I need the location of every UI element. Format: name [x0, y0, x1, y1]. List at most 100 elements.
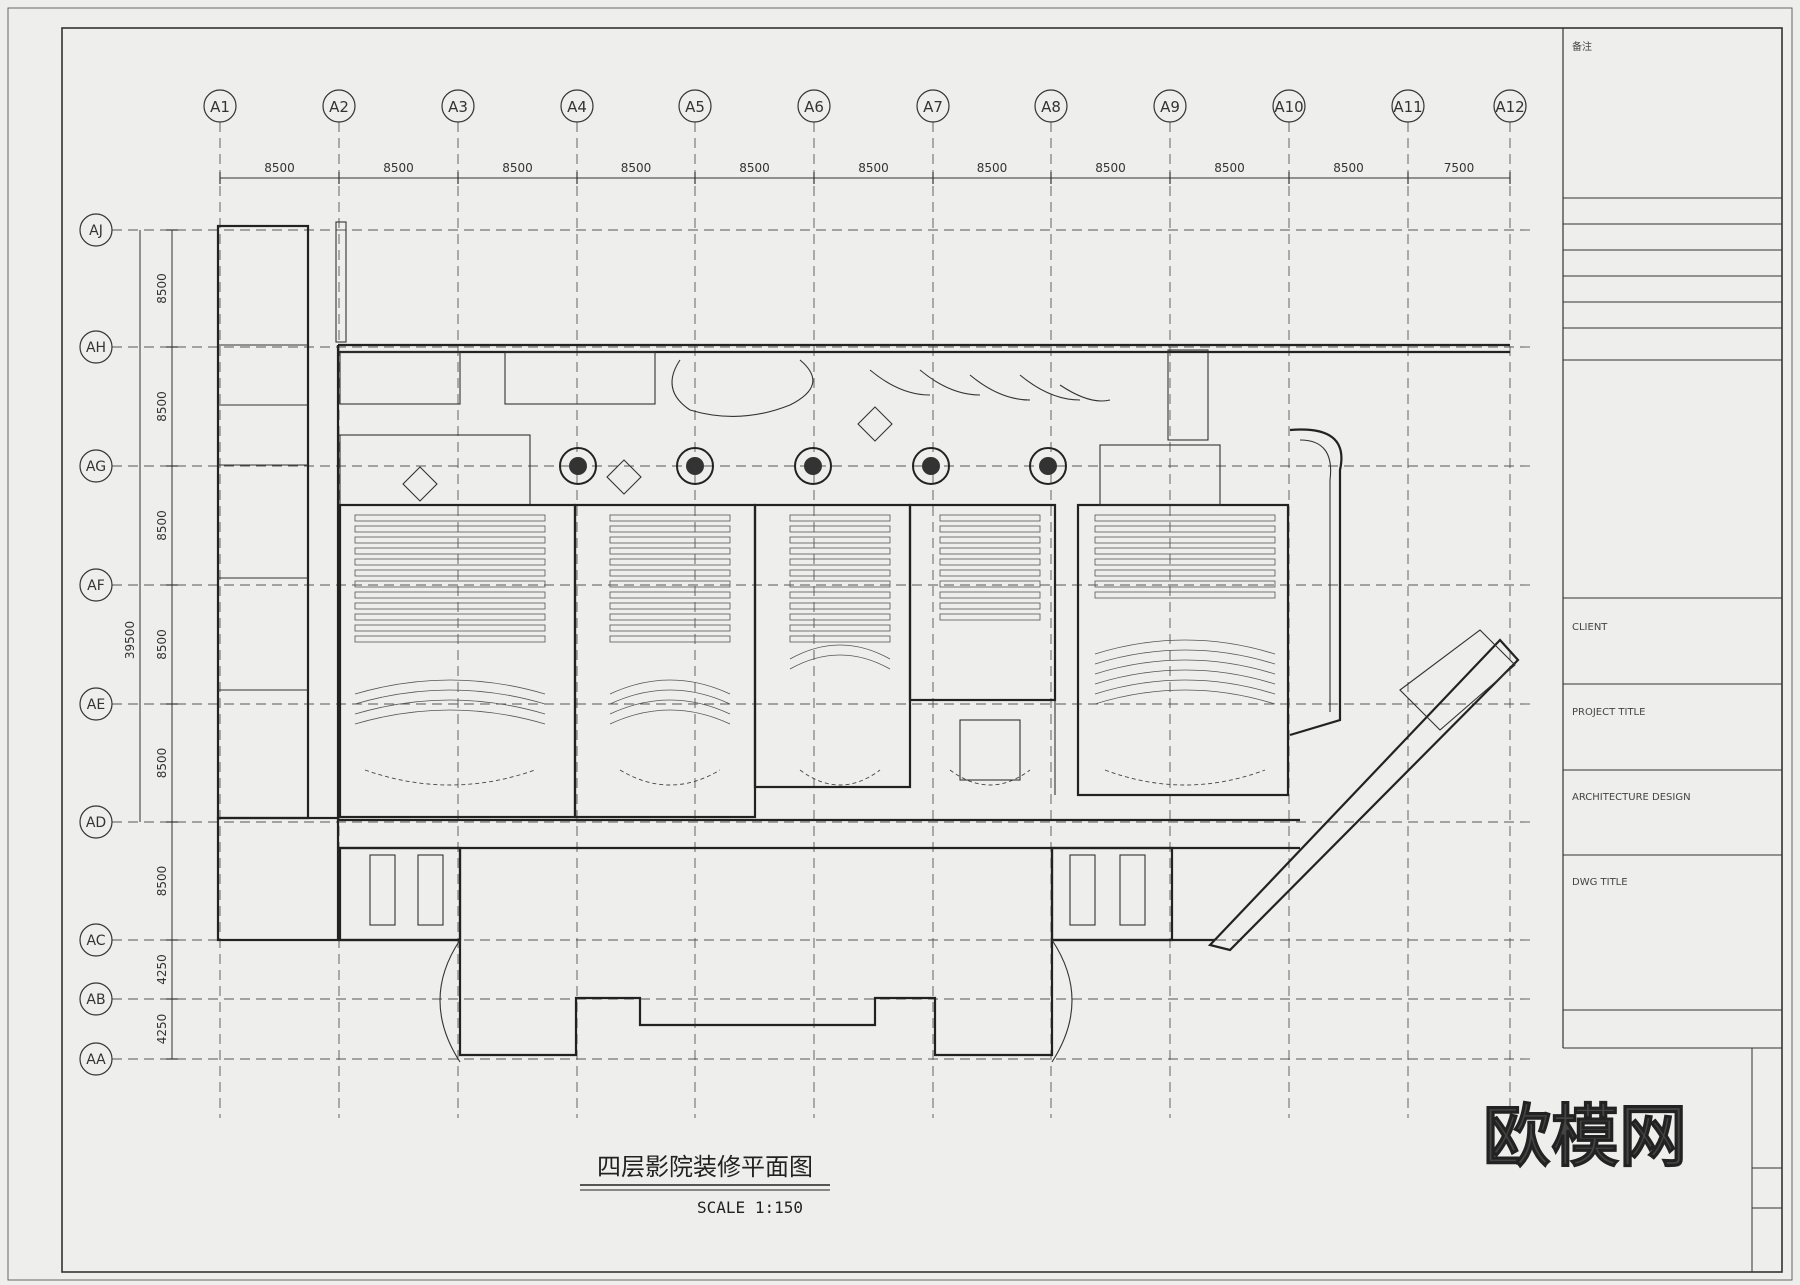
row-spacing-label: 8500	[155, 866, 169, 897]
seat-row	[609, 558, 731, 566]
seat-row	[354, 624, 546, 632]
grid-label-AA: AA	[86, 1052, 106, 1068]
sheet-inner-border	[61, 27, 1783, 1273]
seat-arc-row	[609, 699, 731, 715]
seat-row	[939, 558, 1041, 566]
column-spacing-label: 8500	[858, 161, 889, 175]
seat-arc-row	[1094, 669, 1276, 685]
grid-bubble-AG	[79, 449, 113, 483]
seat-row	[1094, 591, 1276, 599]
grid-label-AE: AE	[87, 697, 105, 713]
row-spacing-label: 8500	[155, 748, 169, 779]
seat-row	[939, 569, 1041, 577]
seat-arc-row	[789, 644, 891, 660]
remarks-label: 备注	[1572, 40, 1592, 53]
seat-row	[609, 580, 731, 588]
row-spacing-label: 4250	[155, 954, 169, 985]
grid-label-A4: A4	[567, 98, 587, 116]
seat-row	[609, 613, 731, 621]
row-spacing-label: 8500	[155, 629, 169, 660]
seat-row	[789, 558, 891, 566]
column-spacing-label: 8500	[1095, 161, 1126, 175]
seat-row	[609, 514, 731, 522]
seat-row	[789, 591, 891, 599]
theatre-seating	[354, 514, 1276, 786]
seat-row	[1094, 536, 1276, 544]
row-spacing-label: 8500	[155, 510, 169, 541]
seat-row	[789, 569, 891, 577]
seat-row	[939, 602, 1041, 610]
seat-row	[354, 591, 546, 599]
grid-label-AH: AH	[86, 340, 106, 356]
column-spacing-label: 8500	[1333, 161, 1364, 175]
column-spacing-label: 8500	[502, 161, 533, 175]
grid-label-A6: A6	[804, 98, 824, 116]
grid-bubble-AB	[79, 982, 113, 1016]
seat-row	[354, 525, 546, 533]
grid-label-A1: A1	[210, 98, 230, 116]
watermark-logo: 欧模网	[1483, 1098, 1687, 1177]
grid-bubble-A3	[441, 89, 475, 123]
seat-row	[609, 635, 731, 643]
seat-row	[609, 525, 731, 533]
grid-label-AC: AC	[86, 933, 105, 949]
grid-bubble-A12	[1493, 89, 1527, 123]
grid-label-AF: AF	[87, 578, 105, 594]
column-spacing-label: 8500	[1214, 161, 1245, 175]
column-spacing-label: 7500	[1444, 161, 1475, 175]
project-title-label: PROJECT TITLE	[1572, 707, 1645, 718]
grid-label-A3: A3	[448, 98, 468, 116]
grid-bubble-A8	[1034, 89, 1068, 123]
grid-bubble-A5	[678, 89, 712, 123]
seat-arc-row	[1094, 689, 1276, 705]
row-spacing-label: 8500	[155, 391, 169, 422]
seat-row	[609, 591, 731, 599]
grid-bubble-A11	[1391, 89, 1425, 123]
grid-bubble-A9	[1153, 89, 1187, 123]
column-spacing-label: 8500	[383, 161, 414, 175]
seat-row	[789, 635, 891, 643]
column-spacing-label: 8500	[264, 161, 295, 175]
client-label: CLIENT	[1572, 622, 1608, 633]
seat-row	[789, 624, 891, 632]
lobby-furniture	[402, 349, 1209, 781]
grid-label-AG: AG	[86, 459, 106, 475]
seat-row	[1094, 525, 1276, 533]
seat-row	[939, 547, 1041, 555]
grid-bubble-AF	[79, 568, 113, 602]
seat-row	[789, 613, 891, 621]
grid-label-AB: AB	[86, 992, 105, 1008]
seat-row	[939, 536, 1041, 544]
seat-row	[939, 580, 1041, 588]
grid-bubble-A1	[203, 89, 237, 123]
screen-line	[799, 769, 881, 786]
seat-row	[609, 624, 731, 632]
screen-line	[364, 769, 536, 786]
seat-arc-row	[609, 689, 731, 705]
grid-bubble-A7	[916, 89, 950, 123]
seat-row	[1094, 558, 1276, 566]
grid-bubble-AD	[79, 805, 113, 839]
dwg-title-label: DWG TITLE	[1572, 877, 1628, 888]
lobby-columns	[559, 447, 1067, 485]
grid-label-A5: A5	[685, 98, 705, 116]
seat-row	[789, 602, 891, 610]
grid-label-A11: A11	[1393, 98, 1422, 116]
seat-row	[354, 536, 546, 544]
overall-height-label: 39500	[123, 621, 137, 659]
grid-label-A7: A7	[923, 98, 943, 116]
seat-row	[789, 525, 891, 533]
seat-arc-row	[609, 679, 731, 695]
seat-arc-row	[1094, 679, 1276, 695]
seat-row	[354, 547, 546, 555]
seat-row	[1094, 547, 1276, 555]
grid-bubble-AE	[79, 687, 113, 721]
seat-arc-row	[789, 654, 891, 670]
architecture-design-label: ARCHITECTURE DESIGN	[1572, 792, 1691, 803]
seat-row	[939, 591, 1041, 599]
seat-row	[354, 613, 546, 621]
screen-line	[949, 769, 1031, 786]
seat-arc-row	[609, 709, 731, 725]
seat-row	[609, 536, 731, 544]
column-spacing-label: 8500	[739, 161, 770, 175]
